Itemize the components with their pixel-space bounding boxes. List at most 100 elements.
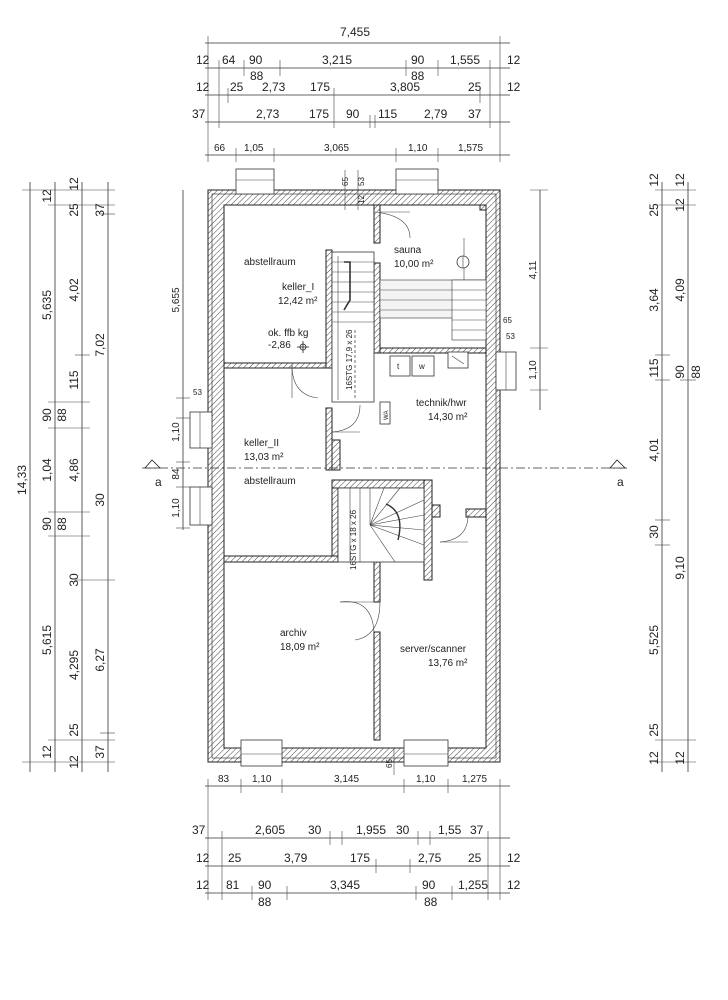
dim-left2-b: 5,635 [40, 290, 54, 320]
dim-bot1-d: 1,10 [416, 774, 436, 785]
level-marker-icon [297, 341, 309, 353]
room-sauna-area: 10,00 m² [394, 259, 434, 270]
dim-bot2-a: 37 [192, 823, 206, 837]
dim-left3-e: 4,86 [67, 458, 81, 482]
dim-inner-sill: 53 [193, 388, 202, 397]
dim-left3-h: 4,295 [67, 650, 81, 680]
dim-left3-f: 88 [55, 517, 69, 531]
dim-overall-width: 7,455 [340, 25, 370, 39]
room-keller2-area: 13,03 m² [244, 452, 284, 463]
dim-bot3-f: 25 [468, 851, 482, 865]
dim-bot4-c: 90 [258, 878, 272, 892]
dim-right1-d: 115 [647, 358, 661, 377]
dim-top2-d: 175 [310, 80, 330, 94]
dim-right1-h: 25 [647, 723, 661, 737]
staircase-upper: 16STG 17,9 x 26 [331, 251, 375, 403]
dim-top2-e: 3,805 [390, 80, 420, 94]
dim-right2-a: 12 [673, 173, 687, 187]
dim-top1-under-b: 88 [411, 69, 425, 83]
dim-left3-d: 88 [55, 408, 69, 422]
room-keller1-area: 12,42 m² [278, 296, 318, 307]
room-technik-area: 14,30 m² [428, 412, 468, 423]
room-keller2-name: keller_II [244, 438, 279, 449]
dim-top1-b: 64 [222, 53, 236, 67]
section-arrow-right-icon [609, 459, 626, 469]
dim-left2-e: 90 [40, 517, 54, 531]
dim-right1-g: 5,525 [647, 625, 661, 655]
dim-top2-a: 12 [196, 80, 210, 94]
section-label-left: a [155, 475, 162, 489]
dim-top2-c: 2,73 [262, 80, 286, 94]
dim-top4-b: 1,05 [244, 143, 264, 154]
dim-top1-under-a: 88 [250, 69, 264, 83]
dryer-icon [389, 355, 411, 377]
room-technik-name: technik/hwr [416, 398, 467, 409]
dim-bot1-a: 83 [218, 774, 230, 785]
stair-label-lower: 16STG x 18 x 26 [349, 509, 358, 570]
dim-left4-d: 30 [93, 493, 107, 507]
dim-left4-a: 12 [67, 177, 81, 191]
dim-right2-e: 88 [689, 365, 703, 379]
stair-label-upper: 16STG 17,9 x 26 [345, 329, 354, 390]
room-labels: abstellraum keller_I 12,42 m² ok. ffb kg… [244, 245, 468, 669]
dim-top1-g: 12 [507, 53, 521, 67]
dim-top4-d: 1,10 [408, 143, 428, 154]
svg-text:w: w [418, 362, 425, 371]
dim-right-inner-window: 1,10 [528, 360, 539, 380]
dim-top1-f: 1,555 [450, 53, 480, 67]
bottom-dimension-chains: 83 1,10 3,145 1,10 1,275 37 2,605 30 1,9… [192, 774, 521, 909]
dim-top3-c: 175 [309, 107, 329, 121]
dim-top2-g: 12 [507, 80, 521, 94]
section-arrow-left-icon [144, 459, 161, 469]
interior-walls [223, 204, 487, 741]
dim-right-inner-53: 53 [506, 332, 515, 341]
dim-left2-g: 12 [40, 745, 54, 759]
dim-overall-length: 14,33 [15, 465, 29, 495]
dim-left3-c: 115 [67, 370, 81, 389]
room-abstellraum-1-name: abstellraum [244, 257, 296, 268]
dim-top2-b: 25 [230, 80, 244, 94]
dim-bot3-b: 25 [228, 851, 242, 865]
svg-text:t: t [397, 362, 400, 371]
dim-top4-c: 3,065 [324, 143, 349, 154]
dim-bot4-d: 3,345 [330, 878, 360, 892]
dim-right1-b: 25 [647, 203, 661, 217]
room-archiv-name: archiv [280, 628, 307, 639]
dim-right1-a: 12 [647, 173, 661, 187]
dim-bot4-g: 12 [507, 878, 521, 892]
dim-left3-a: 25 [67, 203, 81, 217]
dim-top3-a: 37 [192, 107, 206, 121]
dim-top2-f: 25 [468, 80, 482, 94]
dim-inner-stair-height: 5,655 [171, 287, 182, 312]
washer-icon [411, 355, 435, 377]
dim-top3-b: 2,73 [256, 107, 280, 121]
dim-left4-c: 7,02 [93, 333, 107, 357]
dim-bot2-b: 2,605 [255, 823, 285, 837]
windows [189, 168, 517, 767]
dim-right1-c: 3,64 [647, 288, 661, 312]
dim-top3-g: 37 [468, 107, 482, 121]
dim-top4-e: 1,575 [458, 143, 483, 154]
dim-left4-e: 6,27 [93, 648, 107, 672]
dim-bot3-d: 175 [350, 851, 370, 865]
section-line: a a [142, 459, 630, 489]
dim-top1-e: 90 [411, 53, 425, 67]
doors [291, 211, 469, 641]
top-dimension-chains: 7,455 12 64 90 3,215 90 1,555 12 88 88 1… [192, 25, 521, 162]
dim-top1-a: 12 [196, 53, 210, 67]
washbasin-label: WA [384, 411, 390, 420]
dim-bot2-g: 37 [470, 823, 484, 837]
room-abstellraum-2-name: abstellraum [244, 476, 296, 487]
staircase-lower: 16STG x 18 x 26 [337, 487, 425, 570]
dim-bot3-a: 12 [196, 851, 210, 865]
dim-right1-e: 4,01 [647, 438, 661, 462]
room-archiv-area: 18,09 m² [280, 642, 320, 653]
room-sauna-name: sauna [394, 245, 422, 256]
dim-right2-g: 12 [673, 751, 687, 765]
svg-text:12: 12 [357, 195, 366, 204]
dim-top3-d: 90 [346, 107, 360, 121]
room-keller1-name: keller_I [282, 282, 314, 293]
dim-bot3-g: 12 [507, 851, 521, 865]
dim-top1-d: 3,215 [322, 53, 352, 67]
